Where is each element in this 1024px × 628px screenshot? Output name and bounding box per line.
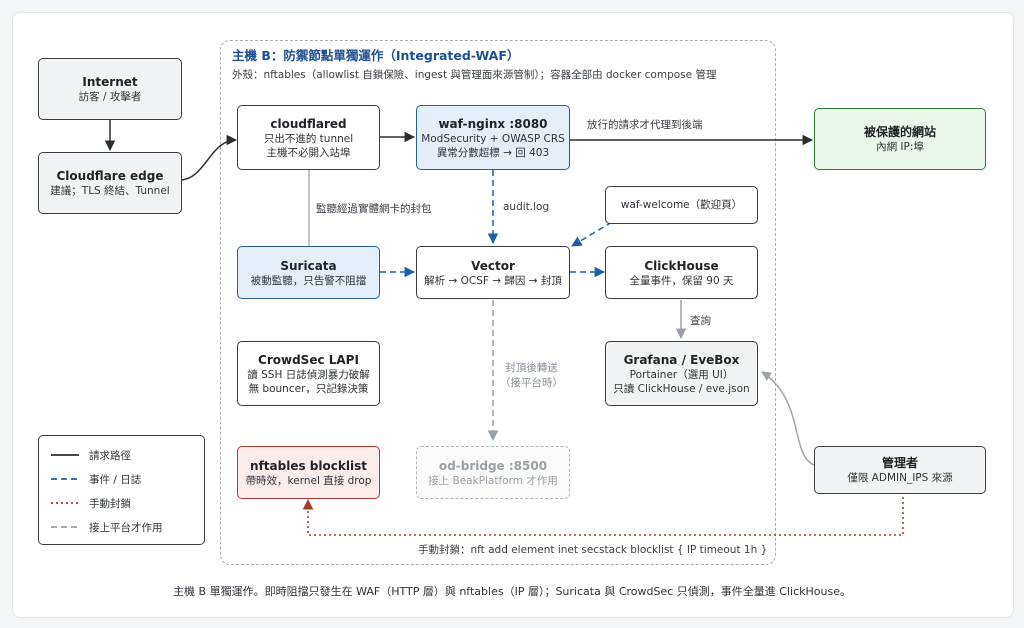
node-title: Suricata <box>280 258 337 273</box>
node-cloudflare-edge: Cloudflare edge 建議；TLS 終結、Tunnel <box>38 152 182 214</box>
legend-label: 事件 / 日誌 <box>89 473 142 486</box>
legend-item-event: 事件 / 日誌 <box>51 472 141 486</box>
label-audit-log: audit.log <box>503 201 550 213</box>
node-title: 被保護的網站 <box>863 125 936 139</box>
node-line: ModSecurity + OWASP CRS <box>421 132 565 145</box>
node-title: waf-welcome（歡迎頁） <box>620 199 743 211</box>
legend-item-request: 請求路徑 <box>51 448 131 462</box>
label-forward-line: 封頂後轉送 <box>505 362 558 374</box>
node-suricata: Suricata 被動監聽，只告警不阻擋 <box>237 246 380 299</box>
node-title: ClickHouse <box>644 258 719 273</box>
node-cloudflared: cloudflared 只出不進的 tunnel 主機不必開入站埠 <box>237 105 380 170</box>
node-nftables-blocklist: nftables blocklist 帶時效，kernel 直接 drop <box>237 446 380 499</box>
node-internet: Internet 訪客 / 攻擊者 <box>38 58 182 120</box>
node-title: Vector <box>471 258 515 273</box>
label-mirror: 監聽經過實體網卡的封包 <box>316 203 432 215</box>
node-protected-site: 被保護的網站 內網 IP:埠 <box>814 108 986 170</box>
host-b-boundary <box>220 40 776 565</box>
node-title: CrowdSec LAPI <box>258 352 359 367</box>
node-crowdsec-lapi: CrowdSec LAPI 讀 SSH 日誌偵測暴力破解 無 bouncer，只… <box>237 341 380 406</box>
edge-cf-to-cloudflared <box>179 134 238 181</box>
node-title: nftables blocklist <box>250 458 367 473</box>
edge-admin-to-grafana <box>761 371 815 466</box>
node-waf-nginx: waf-nginx :8080 ModSecurity + OWASP CRS … <box>416 105 570 170</box>
legend-swatch <box>51 478 79 480</box>
legend-swatch <box>51 502 79 504</box>
node-line: 讀 SSH 日誌偵測暴力破解 <box>247 368 370 381</box>
node-line: 主機不必開入站埠 <box>266 146 351 159</box>
node-waf-welcome: waf-welcome（歡迎頁） <box>605 186 758 224</box>
node-line: 內網 IP:埠 <box>876 141 924 153</box>
host-title: 主機 B：防禦節點單獨運作（Integrated-WAF） <box>232 48 520 63</box>
node-line: 建議；TLS 終結、Tunnel <box>50 185 170 197</box>
legend-item-manual: 手動封鎖 <box>51 496 131 510</box>
node-title: waf-nginx :8080 <box>438 116 548 131</box>
node-line: 異常分數超標 → 回 403 <box>436 146 550 159</box>
node-line: 只出不進的 tunnel <box>263 132 354 145</box>
legend: 請求路徑 事件 / 日誌 手動封鎖 接上平台才作用 <box>38 435 205 545</box>
node-line: 被動監聽，只告警不阻擋 <box>250 274 367 287</box>
node-line: 解析 → OCSF → 歸因 → 封頂 <box>424 274 562 287</box>
node-title: od-bridge :8500 <box>438 458 548 473</box>
node-line: Portainer（選用 UI） <box>629 368 734 381</box>
label-forward: 封頂後轉送 （接平台時） <box>500 361 563 391</box>
node-admin: 管理者 僅限 ADMIN_IPS 來源 <box>814 446 986 494</box>
node-title: Internet <box>82 75 138 89</box>
node-od-bridge: od-bridge :8500 接上 BeakPlatform 才作用 <box>416 446 570 499</box>
legend-swatch <box>51 454 79 456</box>
node-vector: Vector 解析 → OCSF → 歸因 → 封頂 <box>416 246 570 299</box>
node-grafana-evebox: Grafana / EveBox Portainer（選用 UI） 只讀 Cli… <box>605 341 758 406</box>
node-line: 只讀 ClickHouse / eve.json <box>613 382 750 395</box>
node-line: 僅限 ADMIN_IPS 來源 <box>847 472 953 484</box>
edge-welcome-to-vector <box>571 221 613 247</box>
node-title: cloudflared <box>270 116 347 131</box>
label-forward-line: （接平台時） <box>500 377 563 389</box>
legend-label: 請求路徑 <box>89 449 131 462</box>
edge-admin-manual-block <box>302 492 904 536</box>
legend-label: 接上平台才作用 <box>89 521 163 534</box>
node-line: 全量事件，保留 90 天 <box>629 274 734 287</box>
legend-label: 手動封鎖 <box>89 497 131 510</box>
node-line: 帶時效，kernel 直接 drop <box>245 474 372 487</box>
diagram-caption: 主機 B 單獨運作。即時阻擋只發生在 WAF（HTTP 層）與 nftables… <box>173 585 851 598</box>
node-line: 訪客 / 攻擊者 <box>78 91 142 103</box>
node-line: 無 bouncer，只記錄決策 <box>248 382 369 395</box>
label-query: 查詢 <box>690 315 711 327</box>
label-proxy: 放行的請求才代理到後端 <box>587 119 703 131</box>
label-manual-block: 手動封鎖：nft add element inet secstack block… <box>418 544 768 556</box>
node-line: 接上 BeakPlatform 才作用 <box>428 474 558 487</box>
host-subtitle: 外殼：nftables（allowlist 自鎖保險、ingest 與管理面來源… <box>232 69 717 81</box>
node-title: Cloudflare edge <box>56 169 164 183</box>
legend-item-platform: 接上平台才作用 <box>51 520 163 534</box>
node-title: Grafana / EveBox <box>623 352 740 367</box>
node-title: 管理者 <box>881 456 918 470</box>
legend-swatch <box>51 526 79 528</box>
node-clickhouse: ClickHouse 全量事件，保留 90 天 <box>605 246 758 299</box>
